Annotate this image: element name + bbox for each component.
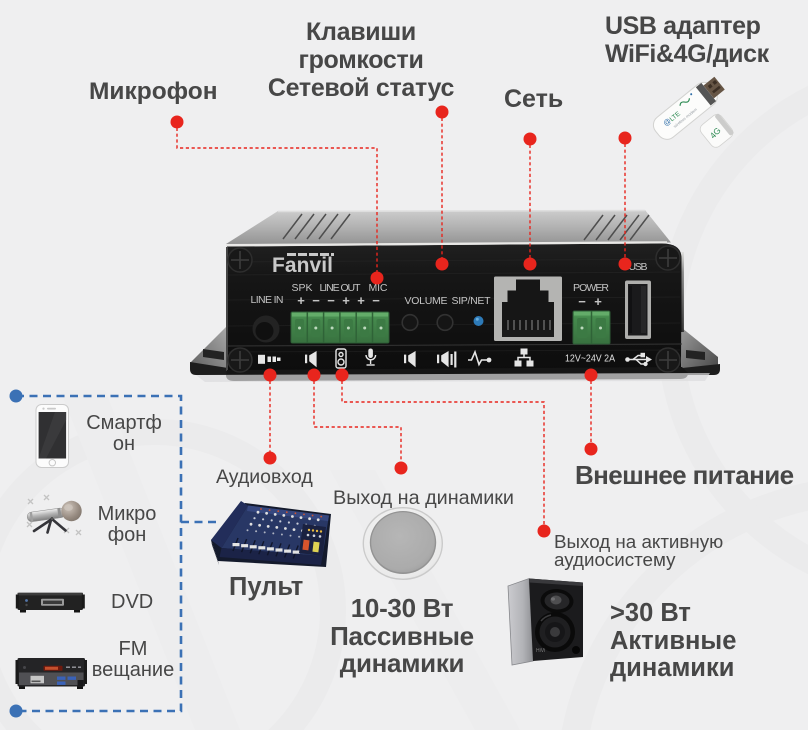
svg-text:+: + xyxy=(342,293,350,308)
svg-text:VOLUME: VOLUME xyxy=(405,295,448,307)
svg-text:LINE OUT: LINE OUT xyxy=(320,282,362,294)
svg-text:USB: USB xyxy=(629,261,648,273)
svg-text:+: + xyxy=(594,294,602,309)
svg-text:+: + xyxy=(357,293,365,308)
svg-text:POWER: POWER xyxy=(573,282,609,294)
svg-text:12V~24V 2A: 12V~24V 2A xyxy=(565,354,615,365)
svg-text:−: − xyxy=(327,293,335,308)
svg-text:SPK: SPK xyxy=(292,282,313,294)
svg-text:+: + xyxy=(297,293,305,308)
svg-text:−: − xyxy=(372,293,380,308)
svg-text:MIC: MIC xyxy=(369,282,388,294)
svg-text:HiVi: HiVi xyxy=(536,648,545,654)
svg-text:SIP/NET: SIP/NET xyxy=(452,295,492,307)
svg-text:−: − xyxy=(578,294,586,309)
svg-text:LINE IN: LINE IN xyxy=(251,294,284,306)
svg-text:−: − xyxy=(312,293,320,308)
svg-text:Fanvil: Fanvil xyxy=(272,254,333,277)
